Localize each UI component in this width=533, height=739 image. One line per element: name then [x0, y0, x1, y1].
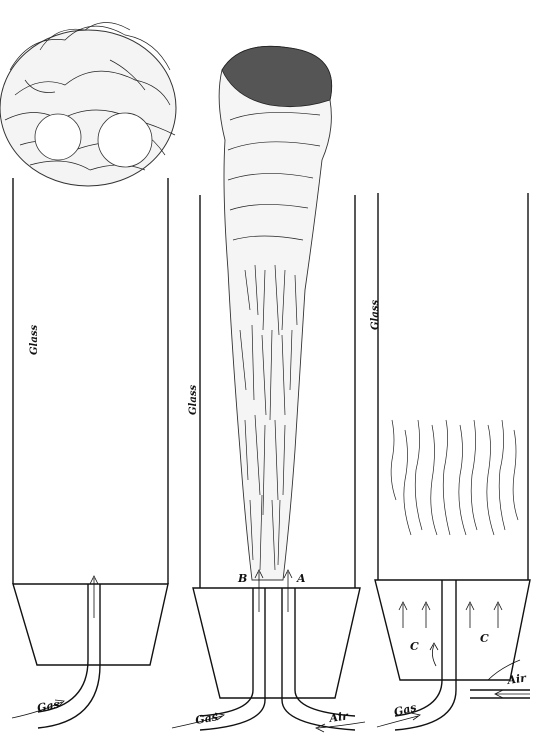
gas-label: Gas: [36, 697, 61, 714]
marker-b: B: [237, 572, 247, 585]
panel-middle: Glass B A Gas Air: [172, 46, 365, 732]
gas-label: Gas: [194, 710, 219, 727]
burner-cup: [193, 588, 360, 698]
gas-tube-outer: [200, 588, 253, 716]
air-label: Air: [328, 709, 350, 725]
gas-flow-arrow: [90, 576, 98, 618]
air-inlet-arrow: [495, 690, 530, 698]
glass-label: Glass: [188, 385, 199, 415]
up-arrows-right: [399, 602, 502, 628]
burner-cup: [375, 580, 530, 680]
smoke-cloud-left: [0, 23, 176, 187]
marker-a: A: [296, 572, 306, 585]
burner-cup: [13, 584, 168, 665]
marker-c: C: [410, 640, 419, 653]
air-flow-arrow-a: [284, 570, 292, 612]
panel-right: Glass C C Gas Air: [370, 193, 530, 730]
gas-flow-arrow-b: [255, 570, 263, 612]
marker-c: C: [480, 632, 489, 645]
gas-label: Gas: [393, 701, 418, 719]
gas-tube-outer: [38, 584, 88, 712]
panel-left: Glass Gas: [0, 23, 176, 729]
flame-plume-middle: [219, 46, 332, 580]
glass-label: Glass: [29, 325, 40, 355]
glass-label: Glass: [370, 300, 381, 330]
air-label: Air: [506, 671, 528, 687]
flames-right: [391, 420, 518, 535]
